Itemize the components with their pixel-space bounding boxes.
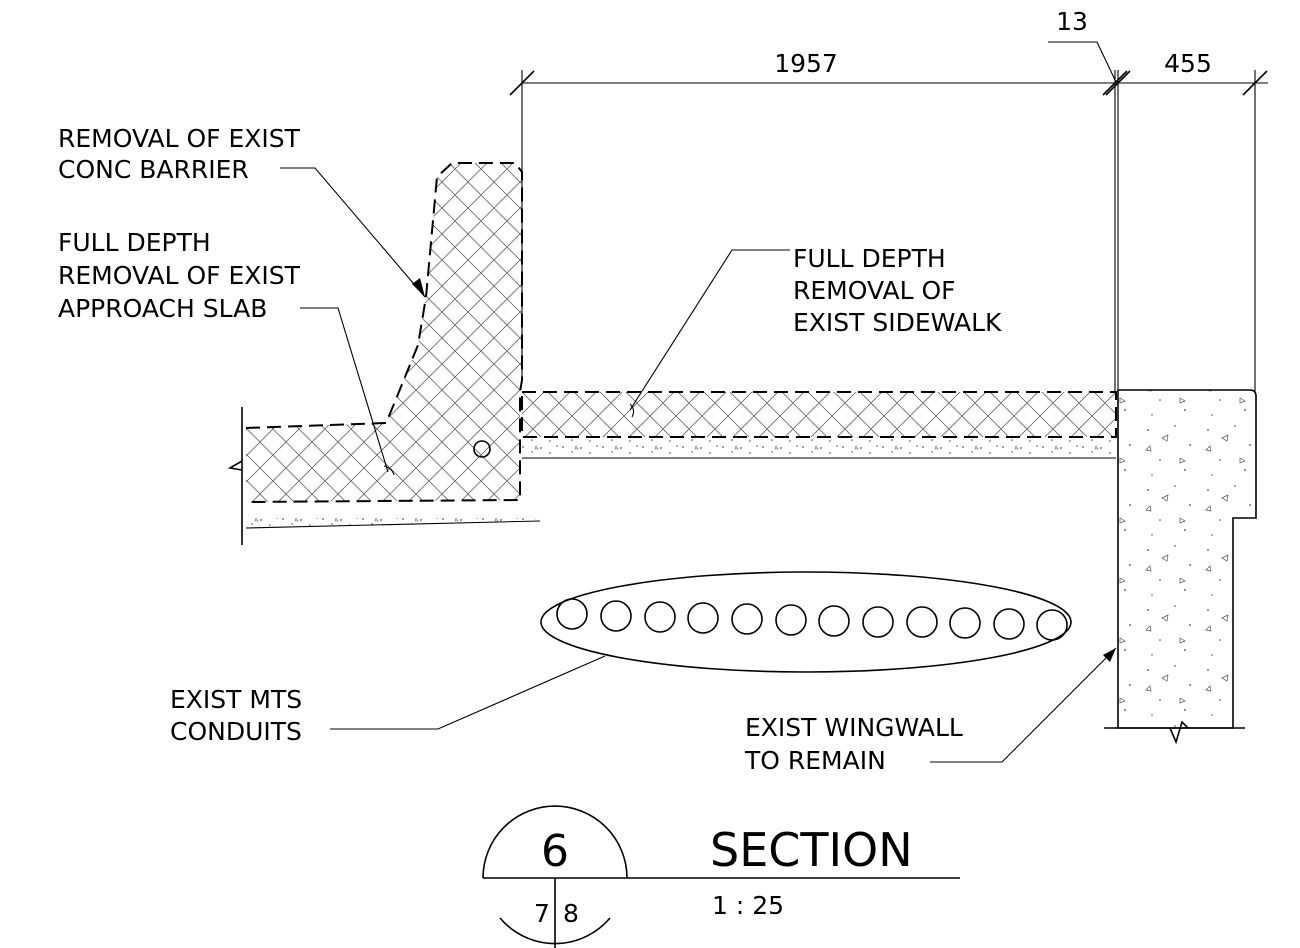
svg-text:FULL DEPTH: FULL DEPTH — [793, 244, 946, 273]
dimension-13: 13 — [1056, 7, 1088, 36]
barrier-removal-area — [227, 162, 541, 545]
leader-lines — [280, 167, 1117, 763]
svg-text:REMOVAL OF EXIST: REMOVAL OF EXIST — [58, 261, 301, 290]
dimension-455: 455 — [1164, 49, 1212, 78]
sidewalk-label: FULL DEPTH REMOVAL OF EXIST SIDEWALK — [793, 244, 1002, 337]
svg-text:CONC BARRIER: CONC BARRIER — [58, 155, 249, 184]
section-number: 6 — [541, 826, 569, 877]
section-scale: 1 : 25 — [712, 891, 784, 920]
sheet-ref-left: 7 — [534, 899, 550, 928]
svg-text:TO REMAIN: TO REMAIN — [744, 746, 886, 775]
sidewalk-removal-area — [521, 391, 1117, 459]
conduits-label: EXIST MTS CONDUITS — [170, 685, 302, 746]
barrier-label: REMOVAL OF EXIST CONC BARRIER — [58, 124, 301, 184]
svg-text:APPROACH SLAB: APPROACH SLAB — [58, 294, 267, 323]
conduit-bank — [540, 571, 1072, 673]
svg-text:REMOVAL OF: REMOVAL OF — [793, 276, 956, 305]
svg-text:CONDUITS: CONDUITS — [170, 717, 302, 746]
svg-text:REMOVAL OF EXIST: REMOVAL OF EXIST — [58, 124, 301, 153]
section-title: SECTION — [710, 823, 913, 877]
dimension-lines — [509, 41, 1268, 392]
svg-text:EXIST MTS: EXIST MTS — [170, 685, 302, 714]
sheet-ref-right: 8 — [563, 899, 579, 928]
svg-text:FULL DEPTH: FULL DEPTH — [58, 228, 211, 257]
dimension-1957: 1957 — [774, 49, 838, 78]
svg-text:EXIST WINGWALL: EXIST WINGWALL — [745, 713, 963, 742]
wingwall — [1104, 389, 1257, 745]
section-marker: 6 7 8 SECTION 1 : 25 — [482, 805, 960, 948]
approach-slab-label: FULL DEPTH REMOVAL OF EXIST APPROACH SLA… — [58, 228, 301, 323]
wingwall-label: EXIST WINGWALL TO REMAIN — [744, 713, 963, 775]
svg-text:EXIST SIDEWALK: EXIST SIDEWALK — [793, 308, 1002, 337]
